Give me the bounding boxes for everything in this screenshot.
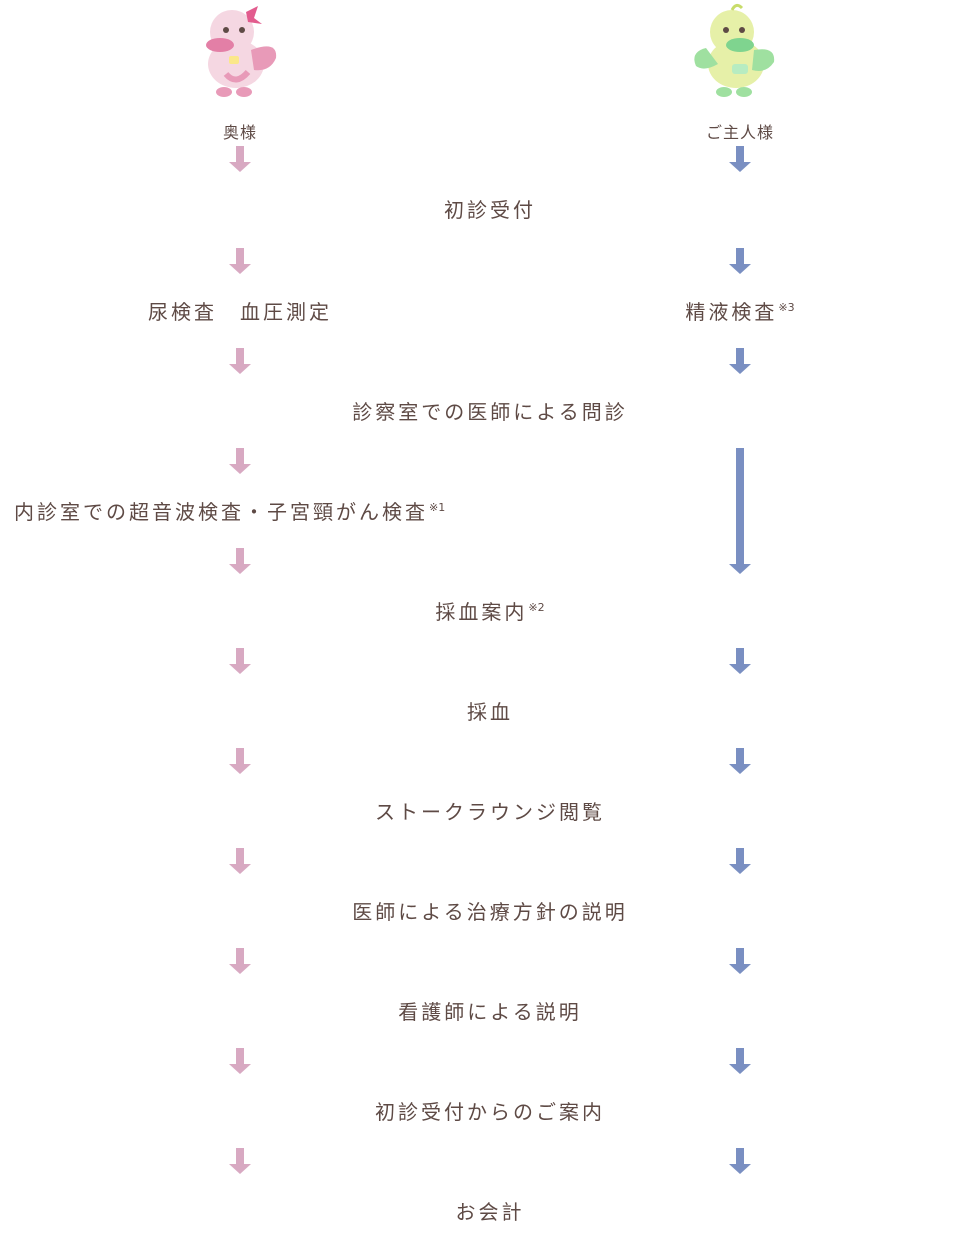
step-nurse-explanation: 看護師による説明 — [398, 1000, 582, 1024]
wife-ultrasound-note: ※1 — [429, 501, 446, 515]
step-blood-draw: 採血 — [467, 700, 513, 724]
wife-flow-arrow-icon — [229, 1048, 251, 1074]
step-stork-lounge: ストークラウンジ閲覧 — [375, 800, 605, 824]
husband-flow-arrow-icon — [729, 748, 751, 774]
husband-flow-arrow-icon — [729, 248, 751, 274]
wife-flow-arrow-icon — [229, 448, 251, 474]
husband-flow-arrow-icon — [729, 848, 751, 874]
step-treatment-policy: 医師による治療方針の説明 — [352, 900, 628, 924]
husband-flow-arrow-icon — [729, 648, 751, 674]
wife-flow-arrow-icon — [229, 848, 251, 874]
husband-flow-arrow-icon — [729, 1148, 751, 1174]
step-wife-ultrasound: 内診室での超音波検査・子宮頸がん検査※1 — [14, 496, 445, 525]
wife-flow-arrow-icon — [229, 748, 251, 774]
husband-flow-arrow-icon — [729, 448, 751, 574]
husband-semen-test-note: ※3 — [778, 301, 795, 315]
wife-flow-arrow-icon — [229, 948, 251, 974]
wife-flow-arrow-icon — [229, 146, 251, 172]
step-payment: お会計 — [455, 1200, 525, 1224]
wife-flow-arrow-icon — [229, 348, 251, 374]
step-doctor-interview: 診察室での医師による問診 — [352, 400, 628, 424]
husband-flow-arrow-icon — [729, 1048, 751, 1074]
husband-flow-arrow-icon — [729, 948, 751, 974]
wife-flow-arrow-icon — [229, 1148, 251, 1174]
husband-mascot-icon — [694, 3, 775, 97]
blood-draw-guide-note: ※2 — [528, 601, 545, 615]
step-husband-semen-test: 精液検査※3 — [685, 296, 794, 325]
step-first-reception: 初診受付 — [444, 198, 536, 222]
husband-label: ご主人様 — [705, 123, 775, 142]
wife-ultrasound-label: 内診室での超音波検査・子宮頸がん検査 — [14, 500, 428, 524]
wife-flow-arrow-icon — [229, 548, 251, 574]
wife-flow-arrow-icon — [229, 248, 251, 274]
blood-draw-guide-label: 採血案内 — [435, 600, 528, 624]
wife-flow-arrow-icon — [229, 648, 251, 674]
step-blood-draw-guide: 採血案内※2 — [435, 596, 544, 625]
step-reception-guide: 初診受付からのご案内 — [375, 1100, 605, 1124]
wife-label: 奥様 — [222, 123, 258, 142]
husband-flow-arrow-icon — [729, 146, 751, 172]
husband-semen-test-label: 精液検査 — [685, 300, 778, 324]
wife-mascot-icon — [206, 6, 277, 97]
husband-flow-arrow-icon — [729, 348, 751, 374]
step-wife-urine-blood-pressure: 尿検査 血圧測定 — [148, 300, 332, 324]
